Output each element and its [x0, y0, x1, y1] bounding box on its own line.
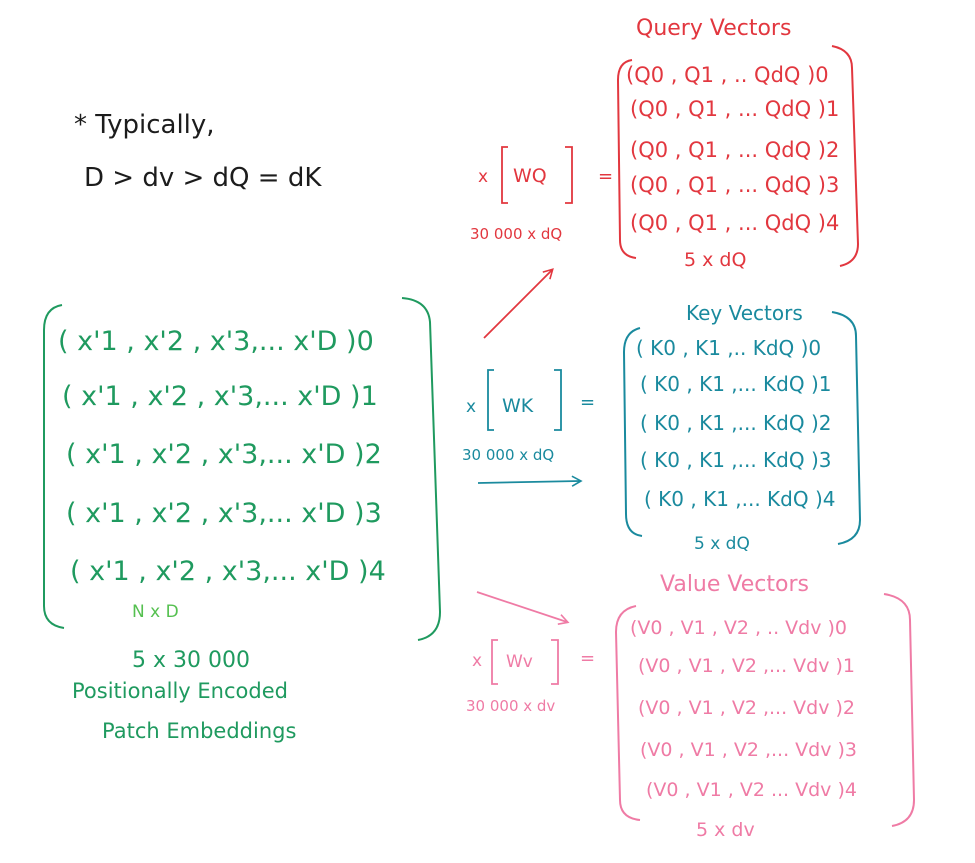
value-row-0: (V0 , V1 , V2 , .. Vdv )0	[630, 617, 847, 639]
value-row-1: (V0 , V1 , V2 ,... Vdv )1	[638, 655, 855, 677]
key-weight-right-bracket	[554, 369, 562, 431]
typically-note: * Typically, D > dv > dQ = dK	[74, 110, 322, 193]
input-caption-line-1: Positionally Encoded	[72, 679, 288, 703]
input-row-3: ( x'1 , x'2 , x'3,... x'D )3	[66, 498, 382, 529]
value-weight-label: Wv	[506, 652, 533, 672]
value-dims: 5 x dv	[696, 819, 755, 841]
value-weight-left-bracket	[491, 639, 498, 685]
arrow-to-query	[483, 268, 554, 339]
value-equals-symbol: =	[580, 648, 595, 669]
query-weight-dims: 30 000 x dQ	[470, 225, 562, 243]
key-weight-label: WK	[502, 395, 534, 417]
input-dims-symbolic: N x D	[132, 602, 179, 622]
input-left-bracket	[43, 304, 65, 629]
key-weight-dims: 30 000 x dQ	[462, 446, 554, 464]
key-right-bracket	[831, 311, 862, 545]
key-row-0: ( K0 , K1 ,.. KdQ )0	[636, 336, 821, 360]
key-row-1: ( K0 , K1 ,... KdQ )1	[640, 372, 832, 396]
arrow-to-value	[476, 591, 570, 625]
value-times-symbol: x	[472, 651, 482, 671]
key-row-4: ( K0 , K1 ,... KdQ )4	[644, 487, 836, 511]
query-equals-symbol: =	[598, 166, 613, 187]
value-weight-right-bracket	[551, 639, 559, 685]
input-row-4: ( x'1 , x'2 , x'3,... x'D )4	[70, 556, 386, 587]
input-row-2: ( x'1 , x'2 , x'3,... x'D )2	[66, 439, 382, 470]
input-row-0: ( x'1 , x'2 , x'3,... x'D )0	[58, 326, 374, 357]
query-title: Query Vectors	[636, 16, 791, 41]
input-row-1: ( x'1 , x'2 , x'3,... x'D )1	[62, 381, 378, 412]
arrow-to-key	[477, 475, 583, 487]
value-row-4: (V0 , V1 , V2 ... Vdv )4	[646, 779, 857, 801]
value-section: Value Vectors x Wv = 30 000 x dv (V0 , V…	[466, 572, 916, 841]
query-row-0: (Q0 , Q1 , .. QdQ )0	[626, 63, 829, 87]
query-section: Query Vectors x WQ = 30 000 x dQ (Q0 , Q…	[470, 16, 860, 271]
value-row-2: (V0 , V1 , V2 ,... Vdv )2	[638, 697, 855, 719]
query-row-2: (Q0 , Q1 , ... QdQ )2	[630, 138, 839, 162]
value-weight-dims: 30 000 x dv	[466, 697, 555, 715]
input-matrix: ( x'1 , x'2 , x'3,... x'D )0 ( x'1 , x'2…	[43, 297, 442, 743]
query-right-bracket	[831, 45, 860, 267]
key-dims: 5 x dQ	[694, 534, 750, 554]
query-weight-right-bracket	[565, 146, 573, 204]
query-weight-left-bracket	[501, 146, 508, 204]
query-row-1: (Q0 , Q1 , ... QdQ )1	[630, 97, 839, 121]
query-times-symbol: x	[478, 167, 488, 187]
key-left-bracket	[622, 327, 643, 537]
key-row-3: ( K0 , K1 ,... KdQ )3	[640, 448, 832, 472]
query-row-3: (Q0 , Q1 , ... QdQ )3	[630, 173, 839, 197]
key-row-2: ( K0 , K1 ,... KdQ )2	[640, 411, 832, 435]
value-title: Value Vectors	[660, 572, 809, 597]
key-weight-left-bracket	[487, 369, 494, 431]
input-right-bracket	[401, 297, 442, 641]
key-equals-symbol: =	[580, 392, 595, 413]
query-left-bracket	[616, 59, 637, 259]
key-title: Key Vectors	[686, 301, 803, 325]
note-line-2: D > dv > dQ = dK	[84, 163, 322, 193]
value-left-bracket	[614, 605, 641, 821]
query-dims: 5 x dQ	[684, 249, 746, 271]
input-caption-line-2: Patch Embeddings	[102, 719, 296, 743]
query-row-4: (Q0 , Q1 , ... QdQ )4	[630, 211, 839, 235]
input-dims: 5 x 30 000	[132, 648, 250, 673]
query-weight-label: WQ	[513, 165, 547, 187]
note-line-1: * Typically,	[74, 110, 215, 140]
key-times-symbol: x	[466, 397, 476, 417]
value-right-bracket	[883, 593, 916, 827]
key-section: Key Vectors x WK = 30 000 x dQ ( K0 , K1…	[462, 301, 862, 554]
value-row-3: (V0 , V1 , V2 ,... Vdv )3	[640, 739, 857, 761]
